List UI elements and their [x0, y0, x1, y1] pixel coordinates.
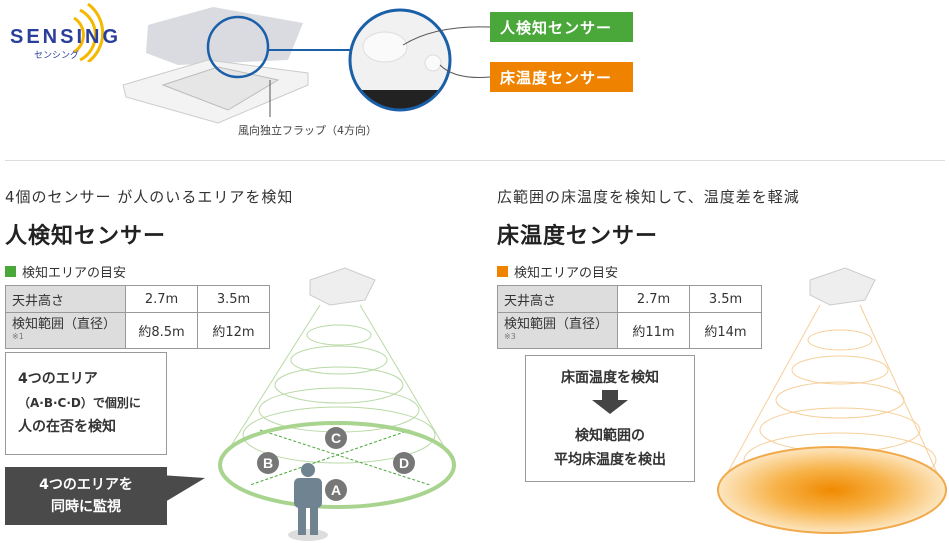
cell: 2.7m — [125, 285, 198, 313]
footnote: ※3 — [504, 332, 516, 341]
areas-box: 4つのエリア （A·B·C·D）で個別に 人の在否を検知 — [5, 352, 167, 455]
ac-unit-small — [309, 267, 376, 306]
cell: 2.7m — [617, 285, 690, 313]
area-label-c: C — [331, 430, 341, 446]
cell: 約8.5m — [125, 311, 198, 350]
ac-unit-small — [809, 267, 876, 306]
row-label: 天井高さ — [5, 285, 126, 313]
row-label: 天井高さ — [497, 285, 618, 313]
floor-subtitle: 広範囲の床温度を検知して、温度差を軽減 — [497, 188, 800, 206]
cell: 約14m — [689, 311, 762, 350]
cell: 約11m — [617, 311, 690, 350]
human-subtitle: 4個のセンサー が人のいるエリアを検知 — [5, 188, 294, 206]
human-title: 人検知センサー — [5, 224, 167, 249]
arrow-down-icon — [592, 390, 628, 414]
floor-title: 床温度センサー — [497, 224, 659, 249]
floor-legend: 検知エリアの目安 — [497, 262, 618, 281]
cell: 3.5m — [197, 285, 270, 313]
sensor-closeup-image — [348, 8, 491, 112]
orange-square-icon — [497, 266, 508, 277]
monitor-callout: 4つのエリアを 同時に監視 — [5, 467, 167, 525]
box-line: 検知範囲の — [575, 428, 645, 444]
row-label-text: 検知範囲（直径） — [12, 317, 117, 332]
area-label-b: B — [263, 455, 273, 471]
floor-sensor-tag: 床温度センサー — [490, 62, 633, 92]
flap-caption: 風向独立フラップ（4方向） — [238, 124, 377, 137]
floor-temperature-cone — [717, 267, 947, 534]
cell: 約12m — [197, 311, 270, 350]
box-line: 床面温度を検知 — [561, 370, 659, 386]
box-line: 人の在否を検知 — [18, 419, 116, 435]
ac-unit-image — [122, 7, 353, 124]
legend-label: 検知エリアの目安 — [514, 266, 619, 281]
area-label-d: D — [399, 455, 409, 471]
callout-line: 4つのエリアを — [39, 477, 133, 493]
sensing-logo-sub: センシング — [34, 51, 80, 61]
row-label: 検知範囲（直径）※1 — [5, 311, 126, 350]
human-legend: 検知エリアの目安 — [5, 262, 126, 281]
area-label-a: A — [331, 482, 341, 498]
footnote: ※1 — [12, 332, 24, 341]
floor-process-box: 床面温度を検知 検知範囲の 平均床温度を検出 — [525, 355, 695, 482]
human-detection-cone: C B D A — [218, 267, 456, 541]
box-line: 4つのエリア — [18, 371, 98, 387]
person-icon — [294, 463, 322, 535]
signal-waves-icon — [73, 2, 105, 62]
human-sensor-tag: 人検知センサー — [490, 12, 633, 42]
box-line: 平均床温度を検出 — [554, 452, 666, 468]
divider — [5, 160, 945, 161]
callout-pointer — [160, 475, 205, 505]
row-label: 検知範囲（直径）※3 — [497, 311, 618, 350]
sensing-logo: SENSING — [10, 26, 122, 48]
box-line: （A·B·C·D）で個別に — [18, 396, 141, 410]
green-square-icon — [5, 266, 16, 277]
legend-label: 検知エリアの目安 — [22, 266, 127, 281]
callout-line: 同時に監視 — [51, 499, 121, 515]
row-label-text: 検知範囲（直径） — [504, 317, 609, 332]
